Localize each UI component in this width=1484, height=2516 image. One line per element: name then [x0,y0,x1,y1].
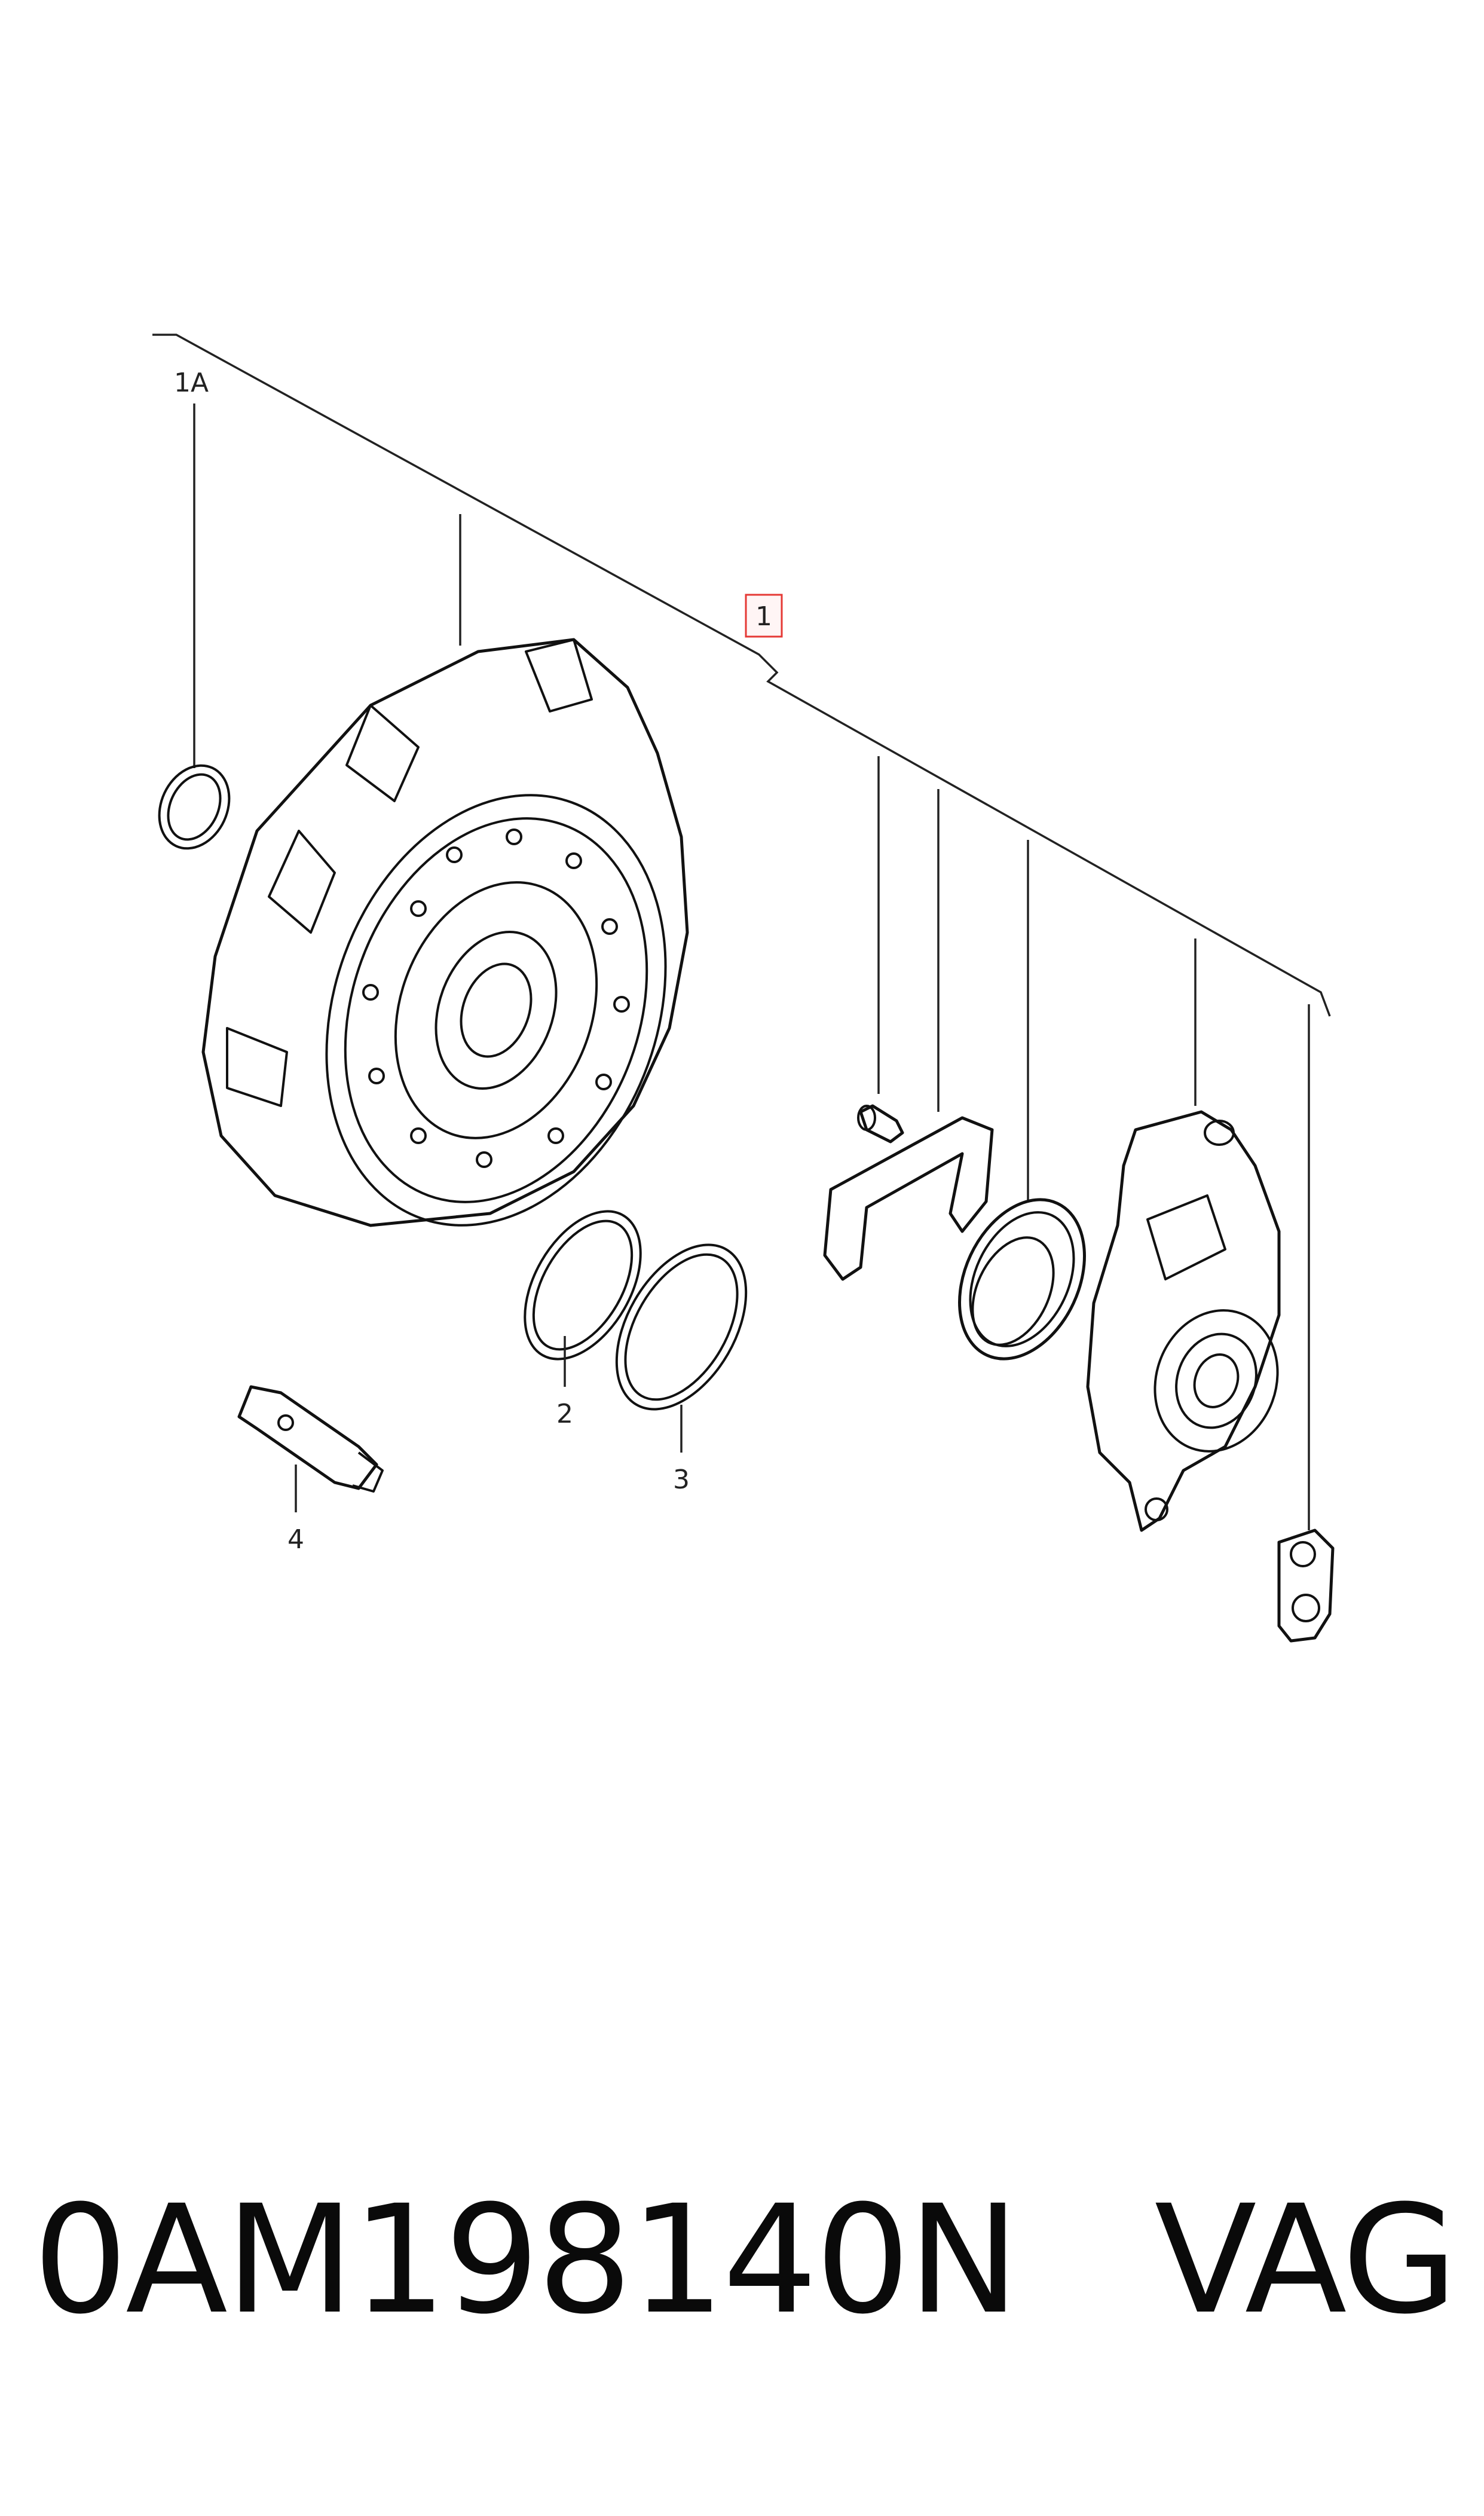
callout-1a-label: 1A [174,368,209,398]
part-footer: 0AM198140N VAG [33,2164,1458,2355]
o-ring-2 [524,1210,642,1361]
grease-tube-4 [237,1385,384,1493]
release-bearing [1086,1110,1281,1532]
assembly-bracket-line [152,334,1331,1017]
position-sensor [1277,1528,1335,1643]
snap-ring-1a [158,764,231,850]
brand-name: VAG [1154,2172,1458,2347]
callout-1[interactable]: 1 [745,594,783,638]
clutch-pressure-plate [201,638,689,1227]
shaft-seal [958,1198,1086,1361]
callout-4-label: 4 [287,1524,304,1555]
o-ring-3 [615,1243,748,1411]
callout-3-label: 3 [673,1465,690,1495]
svg-text:1: 1 [755,601,772,632]
bolt [857,1104,904,1144]
callout-2-label: 2 [556,1399,573,1429]
part-number: 0AM198140N [33,2172,1020,2347]
mounting-bracket [823,1116,994,1281]
